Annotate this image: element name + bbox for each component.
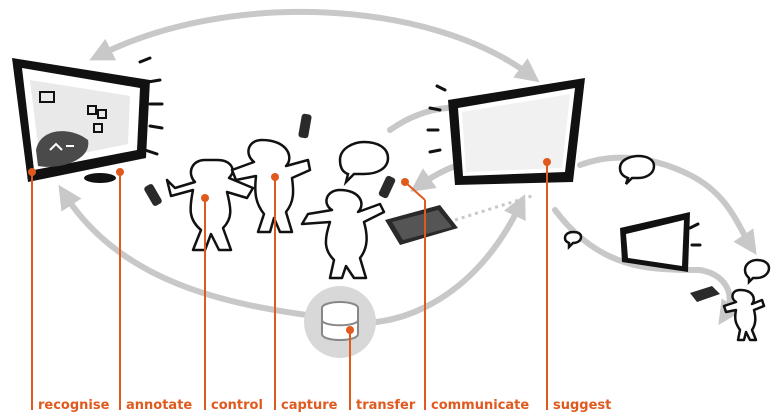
small-display <box>620 212 690 272</box>
phone-2 <box>298 113 312 139</box>
label-suggest: suggest <box>553 398 612 413</box>
label-annotate: annotate <box>126 398 193 413</box>
leader-communicate <box>404 181 426 201</box>
phone-3 <box>378 175 396 199</box>
large-wall-display <box>12 58 150 183</box>
person-small <box>722 288 766 342</box>
speech-bubble-4 <box>563 230 583 251</box>
phone-1 <box>144 184 162 206</box>
bottom-loop-arrow <box>58 184 526 326</box>
top-arc-arrow <box>89 8 540 83</box>
radiating-marks <box>138 56 702 247</box>
label-transfer: transfer <box>356 398 416 413</box>
leader-dots <box>28 158 551 334</box>
leader-lines <box>31 162 548 410</box>
side-arrow <box>577 154 757 255</box>
phones <box>144 113 396 206</box>
speech-bubble-2 <box>618 154 656 185</box>
transfer-dots <box>454 193 536 222</box>
second-display <box>448 78 585 185</box>
person-communicate <box>300 188 386 280</box>
keyboard-small <box>690 286 720 302</box>
label-capture: capture <box>281 398 338 413</box>
database-icon <box>304 286 376 358</box>
label-recognise: recognise <box>38 398 110 413</box>
speech-bubbles <box>338 140 771 286</box>
speech-bubble-1 <box>338 140 390 187</box>
label-communicate: communicate <box>431 398 530 413</box>
person-control <box>165 158 255 252</box>
keyboard-main <box>385 205 458 245</box>
speech-bubble-3 <box>743 258 771 286</box>
people <box>165 138 766 342</box>
label-control: control <box>211 398 263 413</box>
function-labels: recognise annotate control capture trans… <box>0 398 775 418</box>
